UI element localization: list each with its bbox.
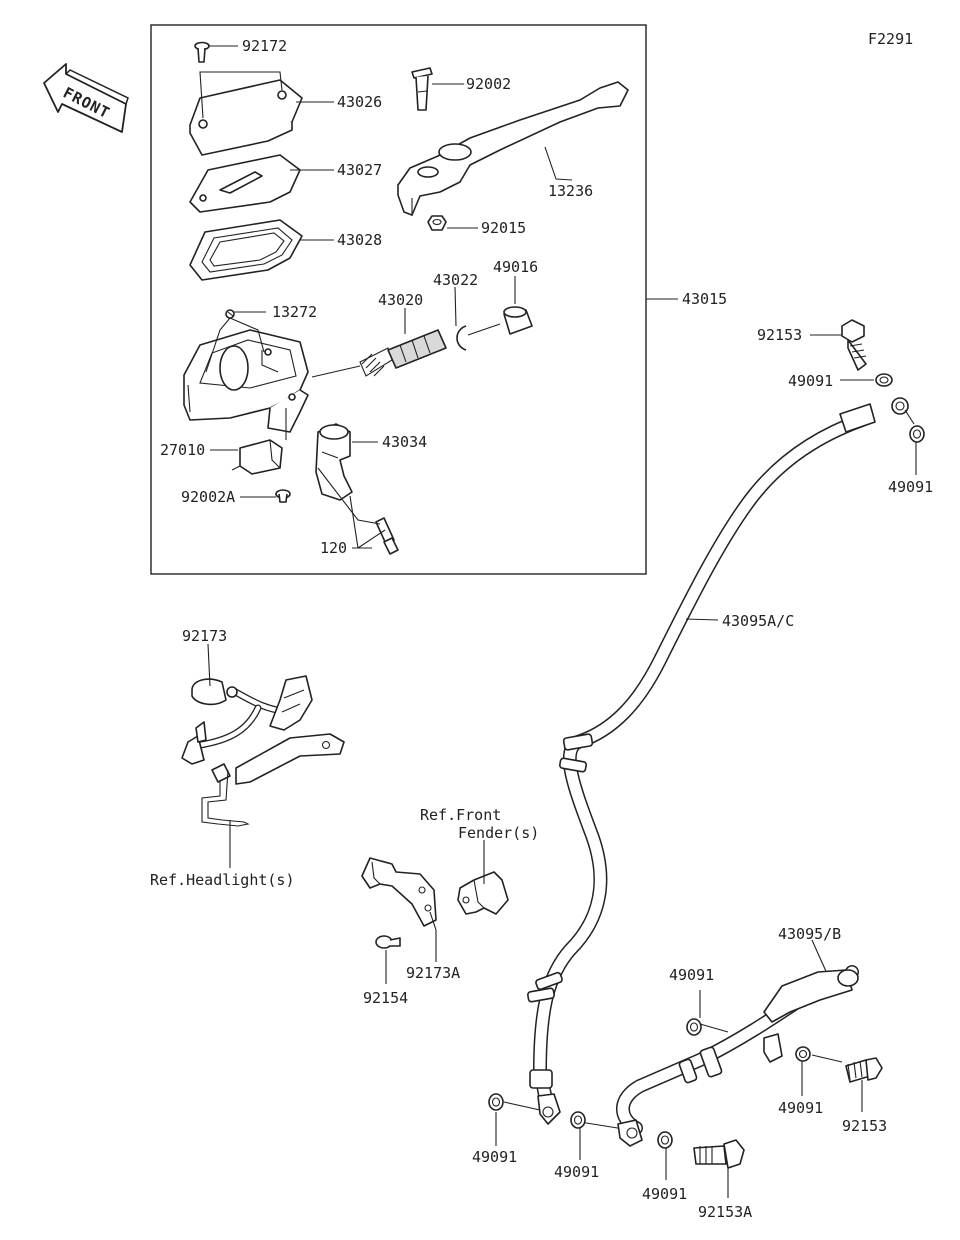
label-ref-front-2: Fender(s) — [458, 824, 539, 842]
label-43022: 43022 — [433, 271, 478, 289]
label-43028: 43028 — [337, 231, 382, 249]
fender-bracket-group — [361, 857, 509, 927]
leader-92173A — [429, 911, 437, 962]
label-43095B: 43095/B — [778, 925, 841, 943]
leader-92173 — [207, 643, 211, 687]
front-arrow-icon: FRONT — [43, 63, 129, 133]
label-ref-front-1: Ref.Front — [420, 806, 501, 824]
label-92154: 92154 — [363, 989, 408, 1007]
label-49091-right: 49091 — [778, 1099, 823, 1117]
clamp-43034 — [315, 423, 353, 501]
boot-49016 — [503, 306, 533, 335]
diaphragm-plate-43027 — [189, 154, 301, 213]
screw-92172 — [194, 41, 210, 63]
label-49091-bl-3: 49091 — [642, 1185, 687, 1203]
label-27010: 27010 — [160, 441, 205, 459]
label-49091-top-1: 49091 — [788, 372, 833, 390]
diaphragm-43028 — [189, 219, 303, 281]
screw-92154 — [375, 935, 401, 949]
label-49091-top-2: 49091 — [888, 478, 933, 496]
washer-49091-top-2 — [909, 425, 925, 443]
brake-hose-43095AC — [527, 397, 909, 1125]
label-92172: 92172 — [242, 37, 287, 55]
label-49091-bl-1: 49091 — [472, 1148, 517, 1166]
harness-bracket-group — [181, 675, 345, 827]
piston-assembly-43020 — [359, 329, 447, 377]
screw-13272 — [225, 309, 235, 319]
label-43027: 43027 — [337, 161, 382, 179]
label-120: 120 — [320, 539, 347, 557]
washer-49091-mid — [686, 1018, 702, 1036]
bolt-120 — [375, 517, 399, 555]
circlip-43022 — [456, 325, 467, 351]
washer-49091-bl-3 — [657, 1131, 673, 1149]
label-92153-top: 92153 — [757, 326, 802, 344]
master-cylinder-body — [183, 329, 309, 433]
label-43095AC: 43095A/C — [722, 612, 794, 630]
washer-49091-bl-1 — [488, 1093, 504, 1111]
label-92173: 92173 — [182, 627, 227, 645]
banjo-bolt-92153A — [693, 1139, 745, 1169]
pivot-bolt-92002 — [411, 67, 433, 111]
banjo-bolt-92153-top — [841, 319, 867, 371]
label-92153-right: 92153 — [842, 1117, 887, 1135]
reservoir-cap-43026 — [189, 79, 303, 156]
brake-hose-43095B — [616, 965, 859, 1147]
label-92002: 92002 — [466, 75, 511, 93]
leader-lines-hose — [495, 334, 917, 1198]
label-92173A: 92173A — [406, 964, 460, 982]
label-43034: 43034 — [382, 433, 427, 451]
screw-92002A — [275, 489, 291, 503]
label-43015: 43015 — [682, 290, 727, 308]
banjo-bolt-92153-right — [845, 1057, 883, 1083]
label-13236: 13236 — [548, 182, 593, 200]
label-49016: 49016 — [493, 258, 538, 276]
washer-49091-bl-2 — [570, 1111, 586, 1129]
nut-92015 — [427, 215, 447, 231]
washer-49091-right — [795, 1046, 811, 1062]
label-92002A: 92002A — [181, 488, 235, 506]
label-49091-bl-2: 49091 — [554, 1163, 599, 1181]
label-43020: 43020 — [378, 291, 423, 309]
label-43026: 43026 — [337, 93, 382, 111]
washer-49091-top-1 — [875, 373, 893, 387]
label-92153A: 92153A — [698, 1203, 752, 1221]
leader-lines-assembly — [199, 45, 678, 549]
label-92015: 92015 — [481, 219, 526, 237]
brake-lever-13236 — [397, 81, 629, 216]
label-ref-headlight: Ref.Headlight(s) — [150, 871, 295, 889]
figure-code: F2291 — [868, 30, 913, 48]
label-13272: 13272 — [272, 303, 317, 321]
label-49091-mid: 49091 — [669, 966, 714, 984]
brake-switch-27010 — [231, 439, 283, 475]
